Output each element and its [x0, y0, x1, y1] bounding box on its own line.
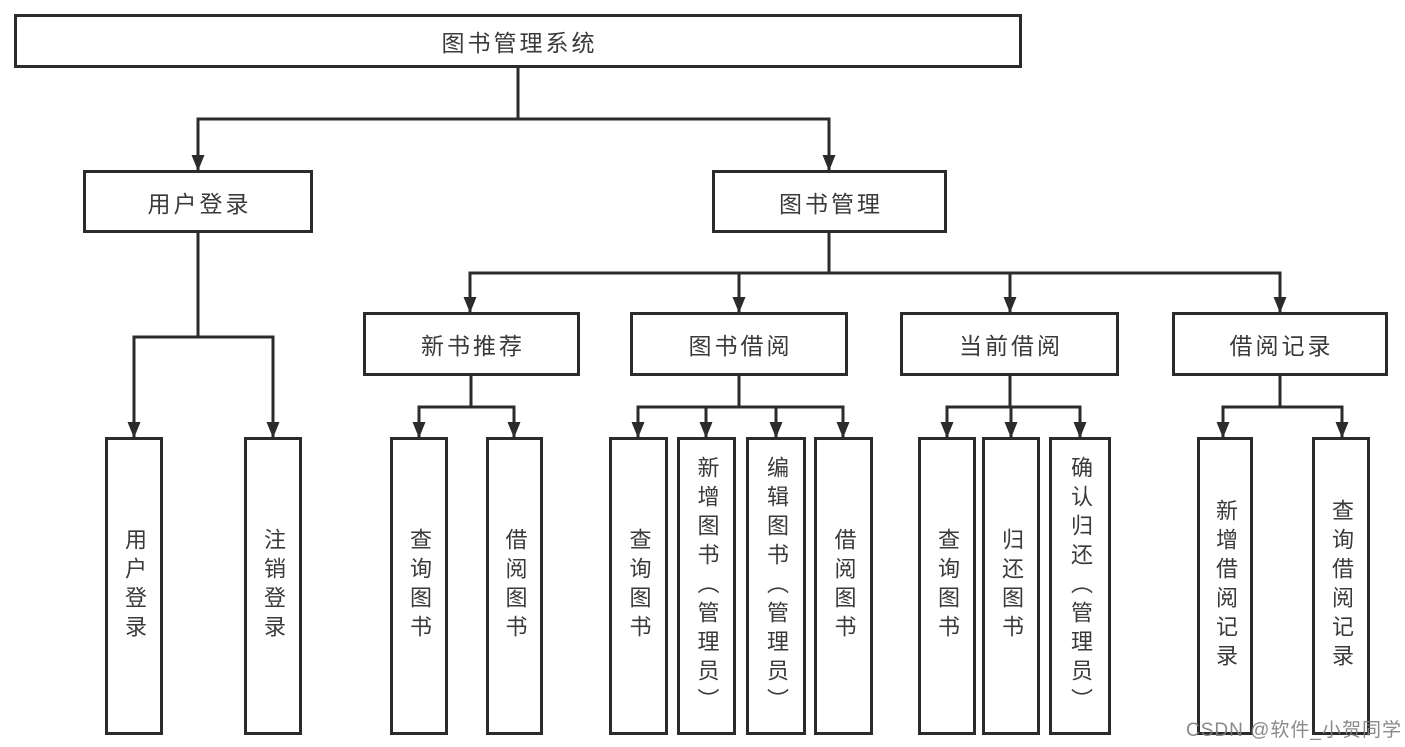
node-label: 编辑图书（管理员）: [764, 455, 789, 717]
node-label: 归还图书: [999, 528, 1024, 644]
leaf-add-book-admin: 新增图书（管理员）: [677, 437, 736, 735]
leaf-logout: 注销登录: [244, 437, 302, 735]
node-user-login: 用户登录: [83, 170, 313, 233]
node-label: 当前借阅: [959, 333, 1063, 359]
node-label: 借阅记录: [1229, 333, 1334, 359]
node-label: 借阅图书: [831, 528, 857, 644]
csdn-watermark: CSDN @软件_小贺同学: [1186, 720, 1402, 741]
node-label: 注销登录: [261, 528, 286, 644]
node-label: 新书推荐: [421, 333, 525, 359]
node-book-management: 图书管理: [712, 170, 947, 233]
node-current-borrow: 当前借阅: [900, 312, 1119, 376]
leaf-user-login: 用户登录: [105, 437, 163, 735]
node-label: 图书管理: [779, 190, 883, 217]
node-label: 用户登录: [122, 528, 147, 644]
leaf-return-book: 归还图书: [982, 437, 1040, 735]
leaf-query-books-current: 查询图书: [918, 437, 976, 735]
node-new-book-recommend: 新书推荐: [363, 312, 580, 376]
node-label: 查询图书: [626, 528, 652, 644]
node-label: 查询图书: [935, 528, 960, 644]
leaf-borrow-books: 借阅图书: [814, 437, 873, 735]
node-label: 借阅图书: [502, 528, 528, 644]
node-borrow-records: 借阅记录: [1172, 312, 1388, 376]
node-label: 新增借阅记录: [1213, 499, 1238, 673]
leaf-confirm-return-admin: 确认归还（管理员）: [1049, 437, 1111, 735]
node-book-borrow: 图书借阅: [630, 312, 848, 376]
node-label: 查询借阅记录: [1329, 499, 1354, 673]
node-label: 新增图书（管理员）: [694, 455, 720, 717]
node-label: 图书管理系统: [441, 30, 598, 56]
node-label: 用户登录: [147, 190, 252, 217]
node-label: 确认归还（管理员）: [1068, 455, 1093, 717]
leaf-borrow-books-recommend: 借阅图书: [486, 437, 543, 735]
leaf-query-books-borrow: 查询图书: [609, 437, 668, 735]
leaf-query-borrow-record: 查询借阅记录: [1312, 437, 1370, 735]
leaf-query-books-recommend: 查询图书: [390, 437, 448, 735]
node-label: 查询图书: [407, 528, 432, 644]
leaf-add-borrow-record: 新增借阅记录: [1197, 437, 1253, 735]
node-root-system: 图书管理系统: [14, 14, 1022, 68]
node-label: 图书借阅: [688, 333, 793, 359]
leaf-edit-book-admin: 编辑图书（管理员）: [746, 437, 806, 735]
